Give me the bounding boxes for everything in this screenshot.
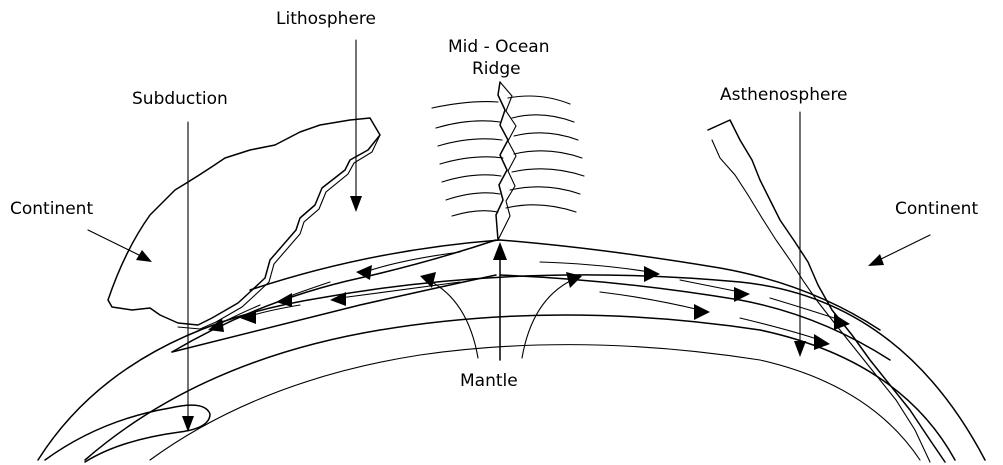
pointer-subduction bbox=[182, 122, 194, 432]
pointer-continent-left bbox=[88, 230, 152, 262]
label-mid-ocean-ridge-line1: Mid - Ocean bbox=[448, 37, 550, 57]
ridge-transforms-left bbox=[432, 102, 503, 216]
ridge-crack bbox=[496, 82, 508, 240]
pointer-asthenosphere bbox=[794, 112, 806, 357]
label-asthenosphere: Asthenosphere bbox=[720, 85, 848, 105]
mantle-upwelling bbox=[420, 242, 582, 360]
mantle-boundary-arc bbox=[85, 315, 955, 460]
mantle-inner-arc bbox=[150, 345, 920, 460]
pointer-continent-right bbox=[868, 235, 930, 266]
ridge-crack-right bbox=[498, 82, 516, 240]
convection-flow-left bbox=[208, 252, 460, 332]
plate-top-right bbox=[500, 240, 880, 330]
label-subduction: Subduction bbox=[132, 89, 228, 109]
continent-left-edge bbox=[178, 135, 380, 329]
subduction-tip bbox=[45, 405, 210, 462]
label-continent-right: Continent bbox=[895, 199, 978, 219]
pointer-lithosphere bbox=[350, 40, 362, 212]
label-mid-ocean-ridge-line2: Ridge bbox=[472, 59, 521, 79]
ridge-transforms-right bbox=[506, 96, 584, 212]
label-mantle: Mantle bbox=[460, 371, 518, 391]
label-lithosphere: Lithosphere bbox=[276, 9, 376, 29]
label-continent-left: Continent bbox=[10, 199, 93, 219]
continent-right-shape bbox=[708, 120, 945, 462]
